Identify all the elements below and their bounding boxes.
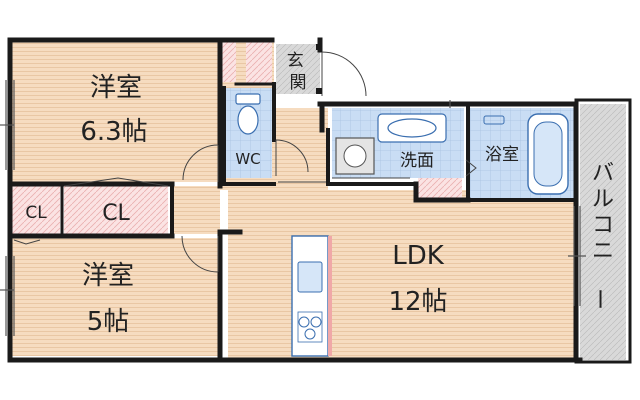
balcony-floor (580, 104, 626, 360)
western-room-2-name: 洋室 (82, 261, 134, 291)
balcony-label-char: コ (592, 213, 614, 238)
windows (0, 80, 586, 336)
storage-pink-1 (220, 42, 236, 82)
closet-small-label: CL (25, 203, 47, 223)
kitchen-counter (291, 235, 332, 357)
balcony-label-char: ル (592, 187, 614, 212)
ldk-floor (228, 190, 578, 358)
ldk-size: 12帖 (388, 287, 447, 317)
balcony-label-char: ニ (592, 239, 614, 264)
western-room-2-size: 5帖 (87, 307, 130, 337)
storage-pink-2 (246, 42, 272, 84)
entrance-label: 玄 関 (287, 51, 309, 93)
closet-small-floor (12, 186, 60, 234)
western-room-1-size: 6.3帖 (80, 117, 147, 147)
closet-large-label: CL (102, 201, 130, 226)
bathroom-label: 浴室 (485, 145, 519, 165)
western-room-1-name: 洋室 (90, 73, 142, 103)
door-swings (13, 51, 477, 273)
washing-machine (335, 137, 375, 175)
balcony-label-char: バ (592, 161, 614, 186)
entrance-door-mark (316, 44, 322, 94)
hallway-floor (172, 186, 220, 234)
corridor-floor-2 (274, 108, 328, 190)
balcony-label: バルコニー (586, 161, 614, 310)
entrance-floor (276, 44, 320, 94)
entrance-label-char-1: 玄 (287, 51, 304, 71)
washroom-label: 洗面 (400, 151, 434, 171)
washbasin (377, 113, 447, 143)
balcony-label-char: ー (586, 288, 611, 310)
bathtub (483, 113, 569, 195)
walls (7, 37, 632, 364)
toilet-label: WC (235, 150, 260, 168)
western-room-1-floor (12, 42, 220, 182)
ldk-name: LDK (392, 241, 445, 271)
storage-pink-3 (418, 178, 462, 198)
entrance-label-char-2: 関 (290, 73, 307, 93)
western-room-2-floor (12, 238, 220, 356)
closet-large-floor (64, 186, 168, 234)
toilet-fixture (235, 93, 261, 135)
